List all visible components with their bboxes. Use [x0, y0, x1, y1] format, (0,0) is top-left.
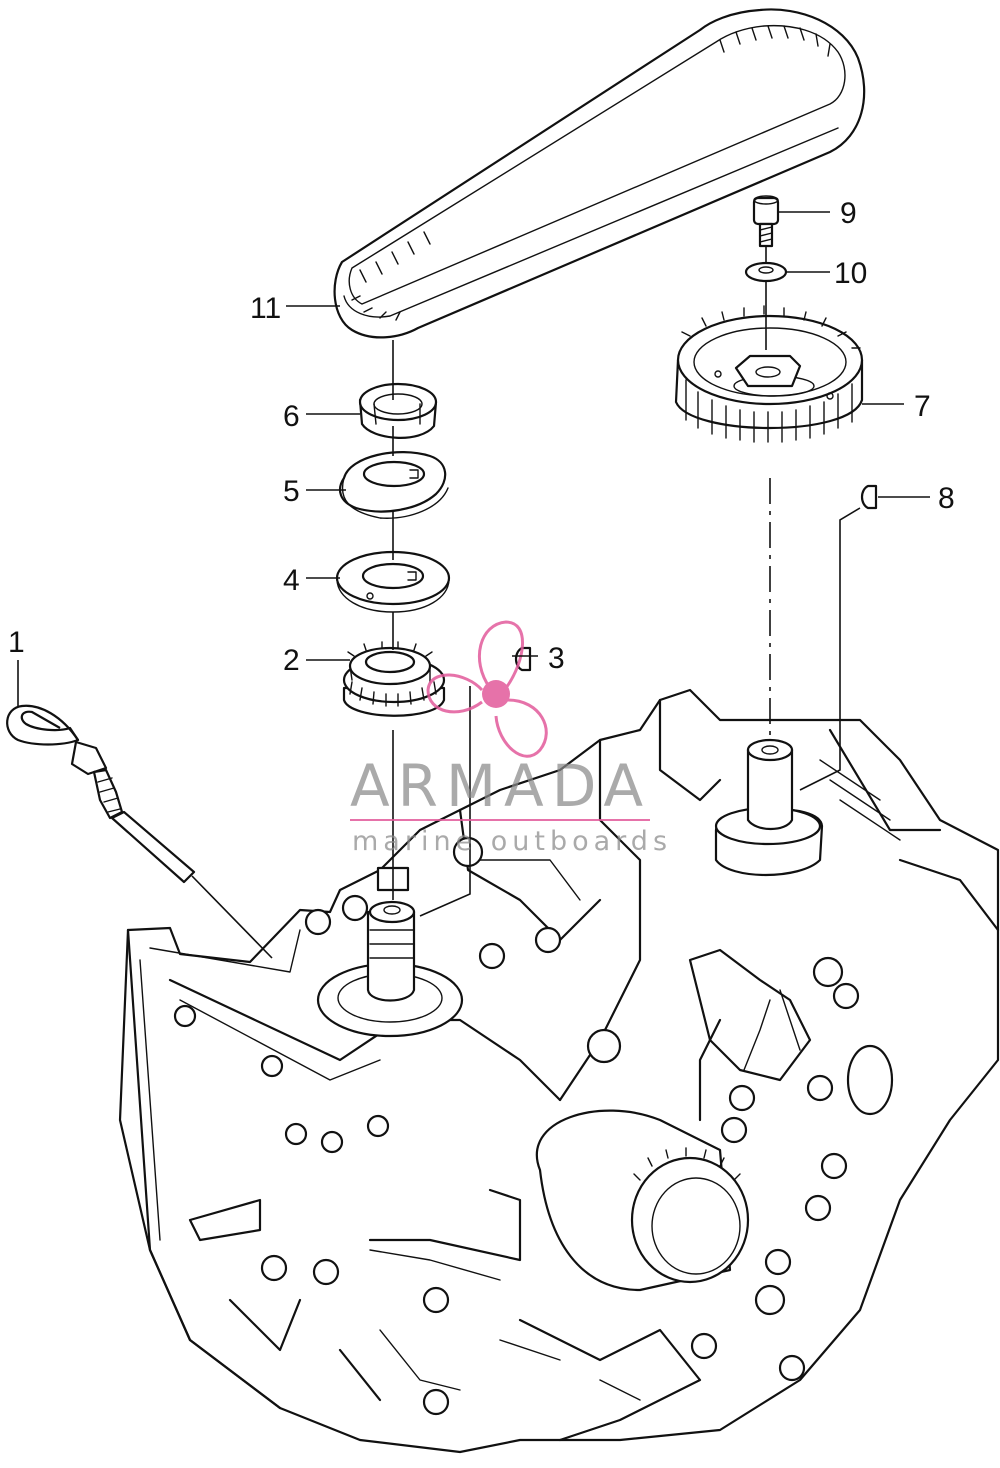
timing-belt-part [333, 8, 866, 339]
callout-8-label: 8 [938, 482, 955, 515]
propeller-logo-icon [426, 620, 548, 758]
pulley-key-part [860, 484, 878, 510]
watermark-tagline-text: marine outboards [352, 826, 672, 857]
callout-3-label: 3 [548, 642, 565, 675]
oil-dipstick-part [6, 704, 196, 884]
callout-1-label: 1 [8, 626, 25, 659]
callout-leaders [17, 211, 930, 706]
tab-washer-part [338, 451, 449, 519]
plate-washer-part [335, 550, 451, 613]
callout-11-label: 11 [250, 292, 281, 325]
callout-4-label: 4 [283, 564, 300, 597]
callout-labels: 1 2 3 4 5 6 7 8 9 10 11 [8, 197, 955, 677]
engine-block-illustration [118, 688, 1000, 1454]
driven-pulley-part [674, 305, 864, 443]
assembly-center-lines [191, 246, 861, 959]
callout-2-label: 2 [283, 644, 300, 677]
crank-sprocket-part [342, 641, 446, 717]
callout-9-label: 9 [840, 197, 857, 230]
washer-part [744, 261, 788, 283]
callout-5-label: 5 [283, 475, 300, 508]
watermark-brand-text: ARMADA [350, 752, 651, 820]
callout-7-label: 7 [914, 390, 931, 423]
bush-part [358, 382, 438, 439]
armada-logo-watermark: ARMADA marine outboards [350, 620, 672, 857]
bolt-part [752, 195, 780, 248]
callout-10-label: 10 [834, 257, 867, 290]
callout-6-label: 6 [283, 400, 300, 433]
